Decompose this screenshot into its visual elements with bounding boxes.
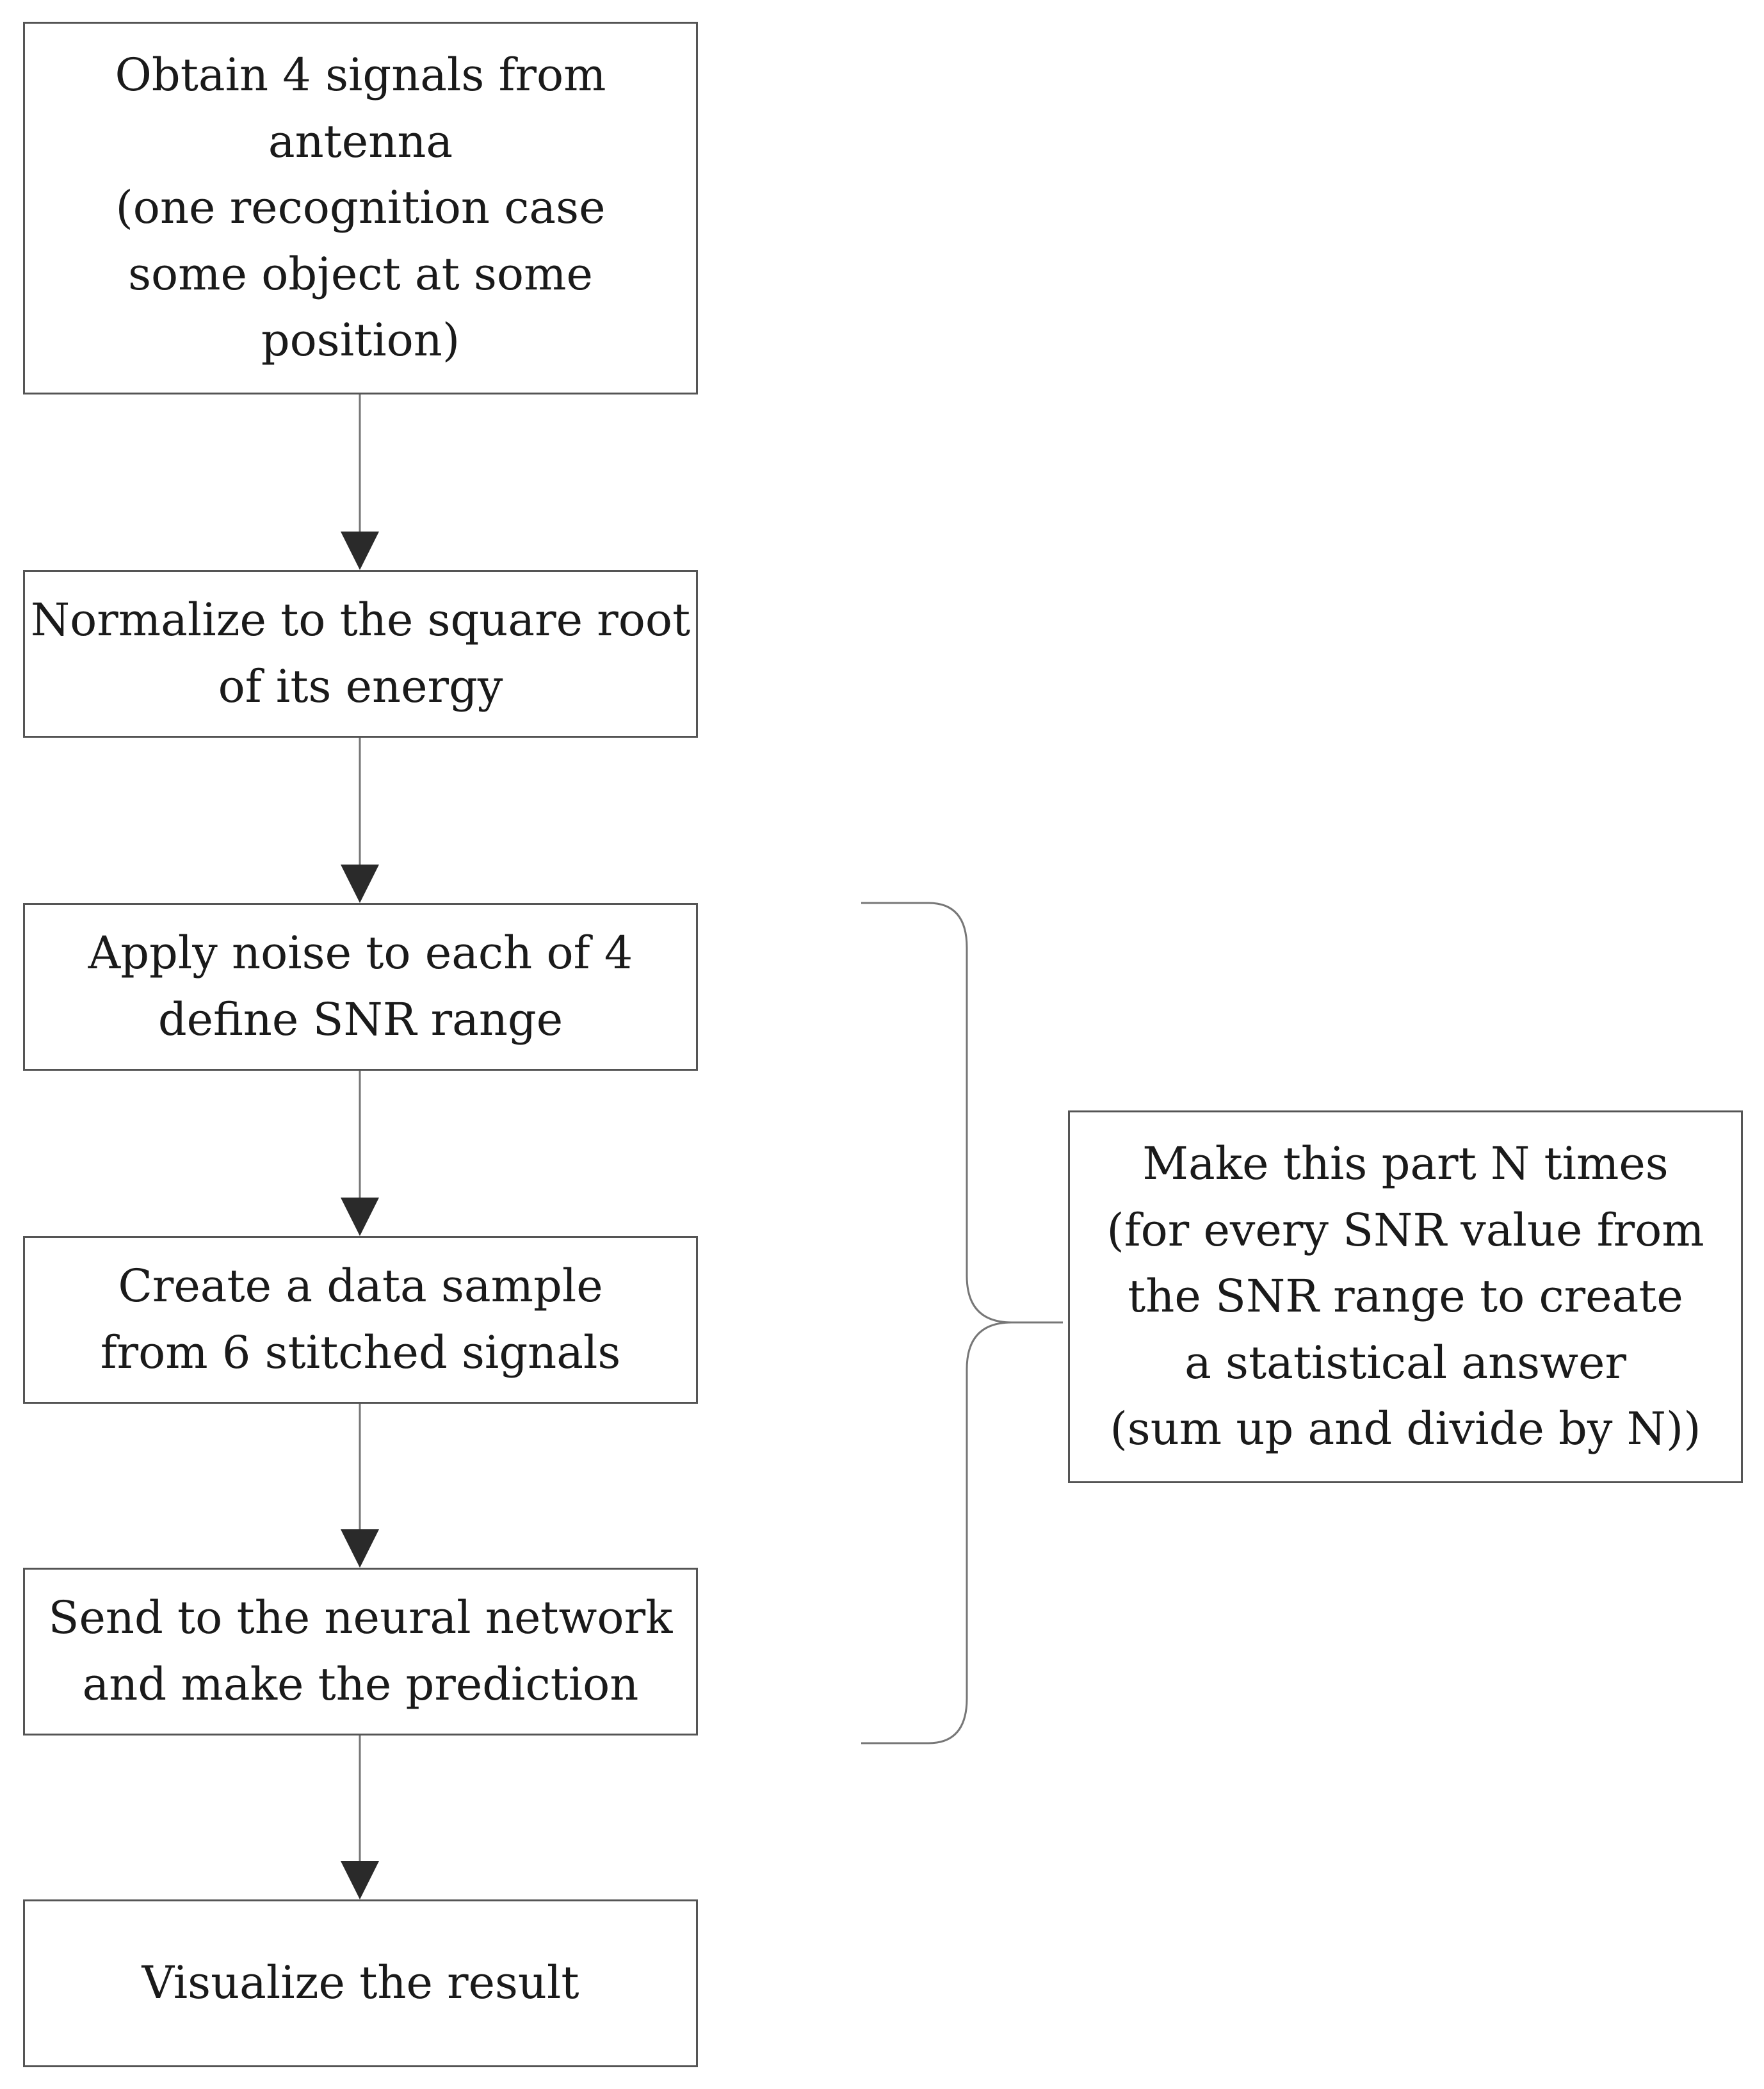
step-text-line: some object at some [128, 247, 593, 300]
arrow-noise-to-sample [341, 1071, 379, 1236]
step-create-sample: Create a data sample from 6 stitched sig… [23, 1236, 698, 1404]
step-text-line: Visualize the result [142, 1956, 579, 2010]
step-text-line: antenna [268, 115, 453, 168]
step-text-line: (one recognition case [115, 181, 606, 234]
note-text-line: (for every SNR value from [1106, 1203, 1704, 1256]
step-text-line: from 6 stitched signals [100, 1326, 621, 1379]
step-obtain-signals: Obtain 4 signals from antenna (one recog… [23, 22, 698, 394]
step-text-line: Normalize to the square root [30, 594, 691, 647]
step-text-line: Apply noise to each of 4 [88, 927, 633, 980]
step-text-line: Obtain 4 signals from [115, 49, 606, 102]
step-text-line: Send to the neural network [48, 1591, 673, 1645]
step-text-line: Create a data sample [118, 1260, 603, 1313]
step-normalize: Normalize to the square root of its ener… [23, 570, 698, 738]
loop-brace [861, 902, 1012, 1744]
step-text-line: define SNR range [158, 993, 563, 1046]
note-text-line: the SNR range to create [1128, 1270, 1683, 1323]
step-predict: Send to the neural network and make the … [23, 1568, 698, 1735]
step-text-line: position) [261, 314, 460, 367]
arrow-predict-to-visualize [341, 1735, 379, 1899]
step-visualize: Visualize the result [23, 1899, 698, 2067]
step-text-line: of its energy [218, 660, 503, 713]
arrow-obtain-to-normalize [341, 394, 379, 570]
loop-note-box: Make this part N times (for every SNR va… [1068, 1110, 1743, 1483]
arrow-sample-to-predict [341, 1404, 379, 1568]
note-text-line: (sum up and divide by N)) [1110, 1402, 1701, 1456]
arrow-normalize-to-noise [341, 738, 379, 903]
note-text-line: Make this part N times [1142, 1137, 1669, 1191]
step-apply-noise: Apply noise to each of 4 define SNR rang… [23, 903, 698, 1071]
note-text-line: a statistical answer [1185, 1336, 1626, 1389]
step-text-line: and make the prediction [82, 1658, 639, 1711]
